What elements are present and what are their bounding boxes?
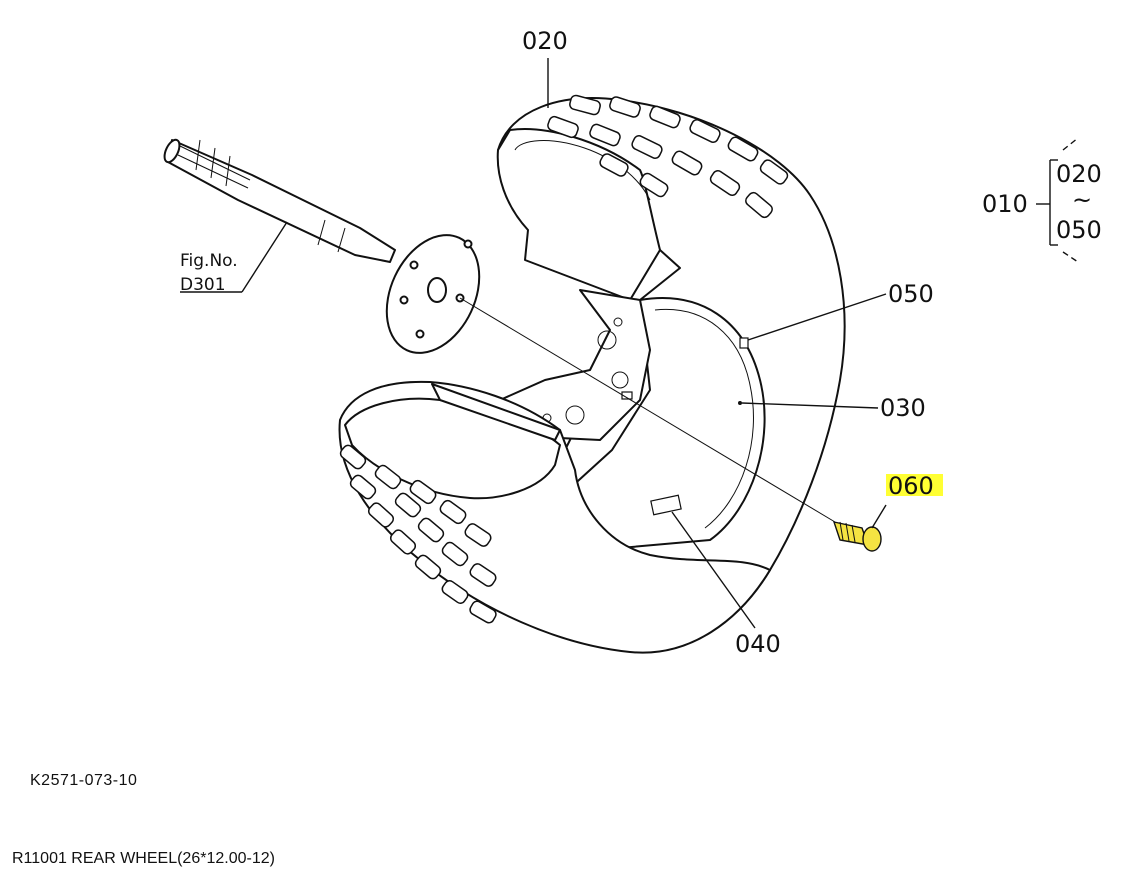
- drawing-number: K2571-073-10: [30, 772, 138, 789]
- fig-ref-number: D301: [180, 275, 226, 295]
- diagram-caption: R11001 REAR WHEEL(26*12.00-12): [12, 850, 275, 867]
- leader-lines: [180, 58, 887, 629]
- assembly-bracket: 010 020 ~ 050: [982, 137, 1102, 263]
- assembly-range-end: 050: [1056, 216, 1102, 244]
- fig-ref-label: Fig.No.: [180, 251, 238, 271]
- callout-valve: 050: [888, 280, 934, 308]
- callout-highlight: [886, 474, 943, 496]
- callout-rim: 030: [880, 394, 926, 422]
- callout-tire: 020: [522, 27, 568, 55]
- callout-bolt: 060: [888, 472, 934, 500]
- assembly-range-tilde: ~: [1072, 186, 1092, 214]
- wheel-bolt: [832, 521, 882, 552]
- assembly-parent: 010: [982, 190, 1028, 218]
- callout-weight: 040: [735, 630, 781, 658]
- tire-lower-section: [338, 380, 771, 654]
- assembly-range-start: 020: [1056, 160, 1102, 188]
- hub-flange: [385, 234, 481, 354]
- axle-shaft: [163, 138, 396, 263]
